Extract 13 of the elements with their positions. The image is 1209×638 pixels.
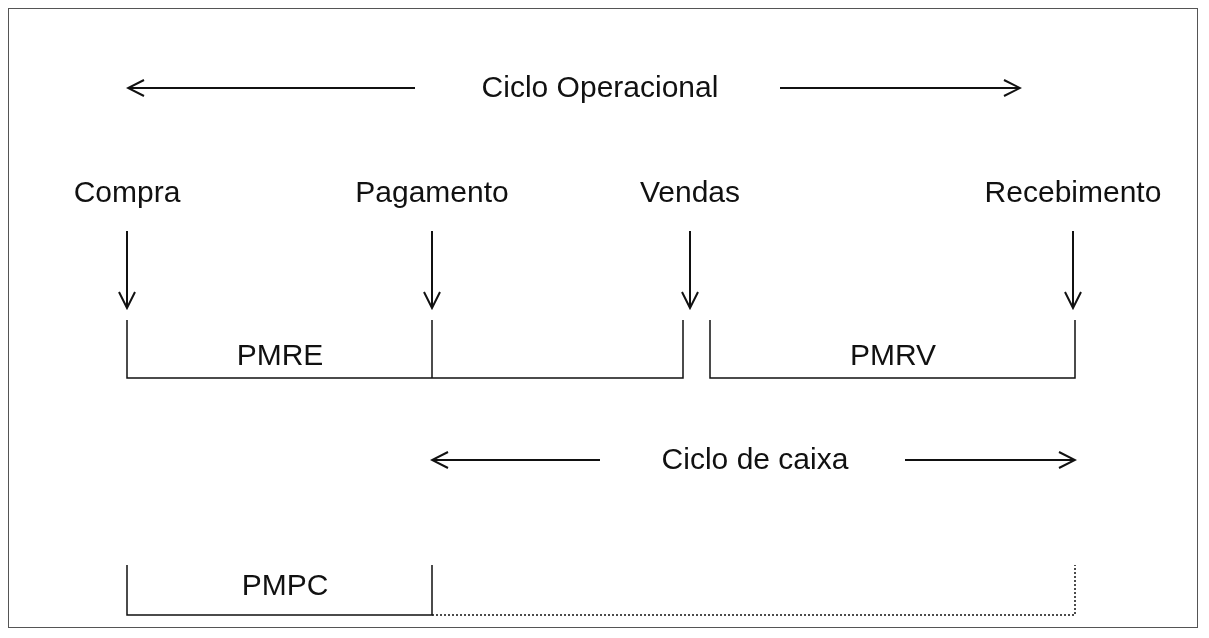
arrow <box>1064 230 1082 309</box>
event-label: Pagamento <box>351 175 513 231</box>
arrow <box>681 230 699 309</box>
text-label: Ciclo Operacional <box>480 70 720 104</box>
text-label: Ciclo de caixa <box>660 442 850 476</box>
arrow <box>423 230 441 309</box>
text-label: PMPC <box>240 568 330 602</box>
text-label: PMRV <box>848 338 938 372</box>
event-label: Compra <box>69 175 185 231</box>
text-label: PMRE <box>235 338 325 372</box>
event-label: Recebimento <box>980 175 1166 231</box>
event-label: Vendas <box>635 175 745 231</box>
arrow <box>118 230 136 309</box>
